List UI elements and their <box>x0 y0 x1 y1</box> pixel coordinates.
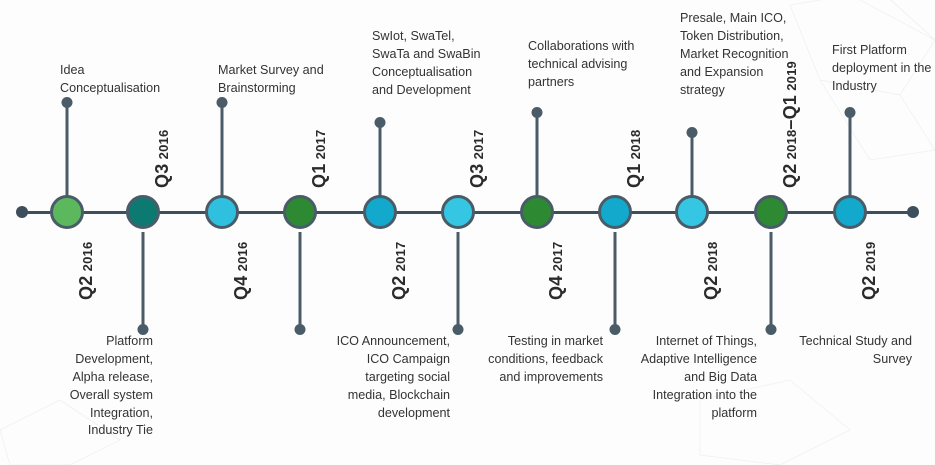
stem-dot-down-10 <box>765 324 777 335</box>
stem-down-6 <box>456 232 460 330</box>
stem-dot-down-4 <box>294 324 306 335</box>
timeline-node-1[interactable] <box>50 195 84 229</box>
stem-up-1 <box>65 102 69 204</box>
timeline-axis-end-dot <box>907 206 919 218</box>
stem-up-3 <box>220 102 224 204</box>
stem-dot-up-1 <box>61 97 73 108</box>
stem-up-7 <box>535 112 539 204</box>
quarter-label-3: Q4 2016 <box>231 241 251 300</box>
stem-dot-up-11 <box>844 107 856 118</box>
quarter-label-4: Q1 2017 <box>309 129 329 188</box>
timeline-node-8[interactable] <box>598 195 632 229</box>
stem-dot-down-2 <box>137 324 149 335</box>
stem-dot-up-7 <box>531 107 543 118</box>
stem-up-11 <box>848 112 852 204</box>
timeline-node-9[interactable] <box>675 195 709 229</box>
quarter-label-5: Q2 2017 <box>389 241 409 300</box>
timeline-node-7[interactable] <box>520 195 554 229</box>
timeline-node-2[interactable] <box>126 195 160 229</box>
stem-up-9 <box>690 132 694 204</box>
stem-dot-up-9 <box>686 127 698 138</box>
milestone-description-4: Internet of Things,Adaptive Intelligence… <box>640 334 757 420</box>
timeline-node-6[interactable] <box>441 195 475 229</box>
stem-dot-up-5 <box>374 117 386 128</box>
quarter-label-1: Q2 2016 <box>76 241 96 300</box>
quarter-label-11: Q2 2019 <box>859 241 879 300</box>
stem-down-2 <box>141 232 145 330</box>
stem-down-8 <box>613 232 617 330</box>
timeline-axis-start-dot <box>16 206 28 218</box>
timeline-node-11[interactable] <box>833 195 867 229</box>
stem-down-10 <box>769 232 773 330</box>
milestone-description-9: Presale, Main ICO,Token Distribution,Mar… <box>680 11 789 97</box>
stem-down-4 <box>298 232 302 330</box>
timeline-node-4[interactable] <box>283 195 317 229</box>
stem-dot-down-8 <box>609 324 621 335</box>
quarter-label-2: Q3 2016 <box>152 129 172 188</box>
stem-up-5 <box>378 122 382 204</box>
quarter-label-6: Q3 2017 <box>467 129 487 188</box>
quarter-label-7: Q4 2017 <box>546 241 566 300</box>
timeline-node-10[interactable] <box>754 195 788 229</box>
timeline-node-5[interactable] <box>363 195 397 229</box>
quarter-label-8: Q1 2018 <box>624 129 644 188</box>
stem-dot-up-3 <box>216 97 228 108</box>
quarter-label-9: Q2 2018 <box>701 241 721 300</box>
timeline-node-3[interactable] <box>205 195 239 229</box>
stem-dot-down-6 <box>452 324 464 335</box>
